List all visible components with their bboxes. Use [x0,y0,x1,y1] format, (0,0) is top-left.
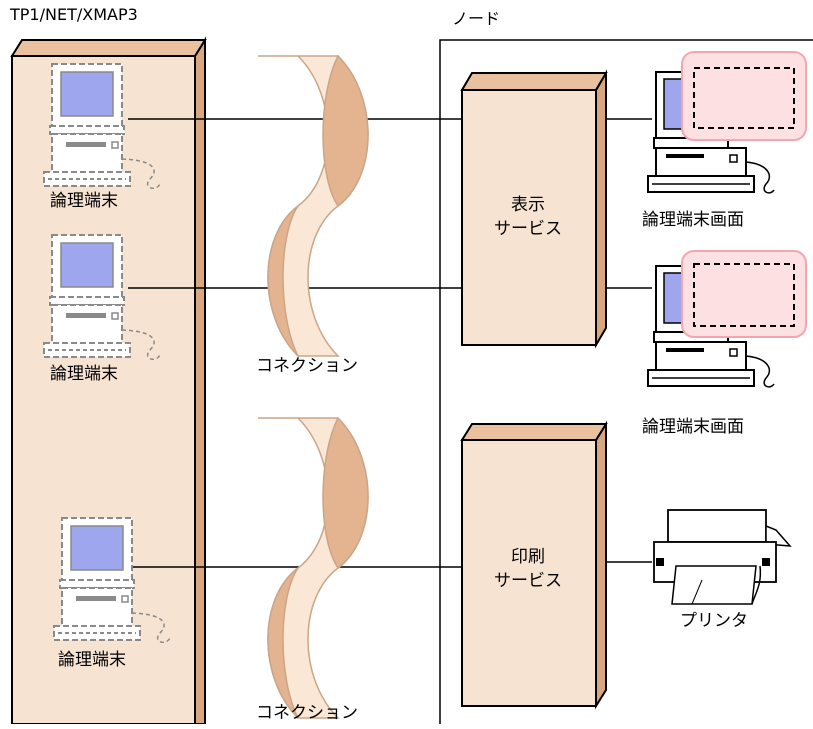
print-service-label-1: 印刷 [511,547,545,567]
connection-ribbon-1 [257,55,369,357]
display-service-box [460,69,608,349]
connection-ribbon-2 [257,417,369,719]
screen-label-1: 論理端末画面 [642,210,744,230]
node-title: ノード [452,9,500,28]
print-service-box [460,420,608,710]
logical-terminal-label-1: 論理端末 [50,191,118,211]
node-boundary [439,39,813,724]
connection-label-2: コネクション [256,703,358,723]
screen-label-2: 論理端末画面 [642,417,744,437]
logical-screen-overlay-1 [681,51,807,141]
display-service-label-2: サービス [494,219,562,239]
printer-label: プリンタ [680,611,748,631]
logical-screen-overlay-2 [681,250,807,338]
print-service-label-2: サービス [494,571,562,591]
logical-terminal-label-2: 論理端末 [50,364,118,384]
left-system-title: TP1/NET/XMAP3 [9,5,138,24]
logical-screen-frame-1 [693,67,795,129]
logical-screen-frame-2 [693,263,795,327]
logical-terminal-label-3: 論理端末 [58,650,126,670]
printer-icon [653,509,792,605]
connection-label-1: コネクション [256,356,358,376]
display-service-label-1: 表示 [511,195,545,215]
